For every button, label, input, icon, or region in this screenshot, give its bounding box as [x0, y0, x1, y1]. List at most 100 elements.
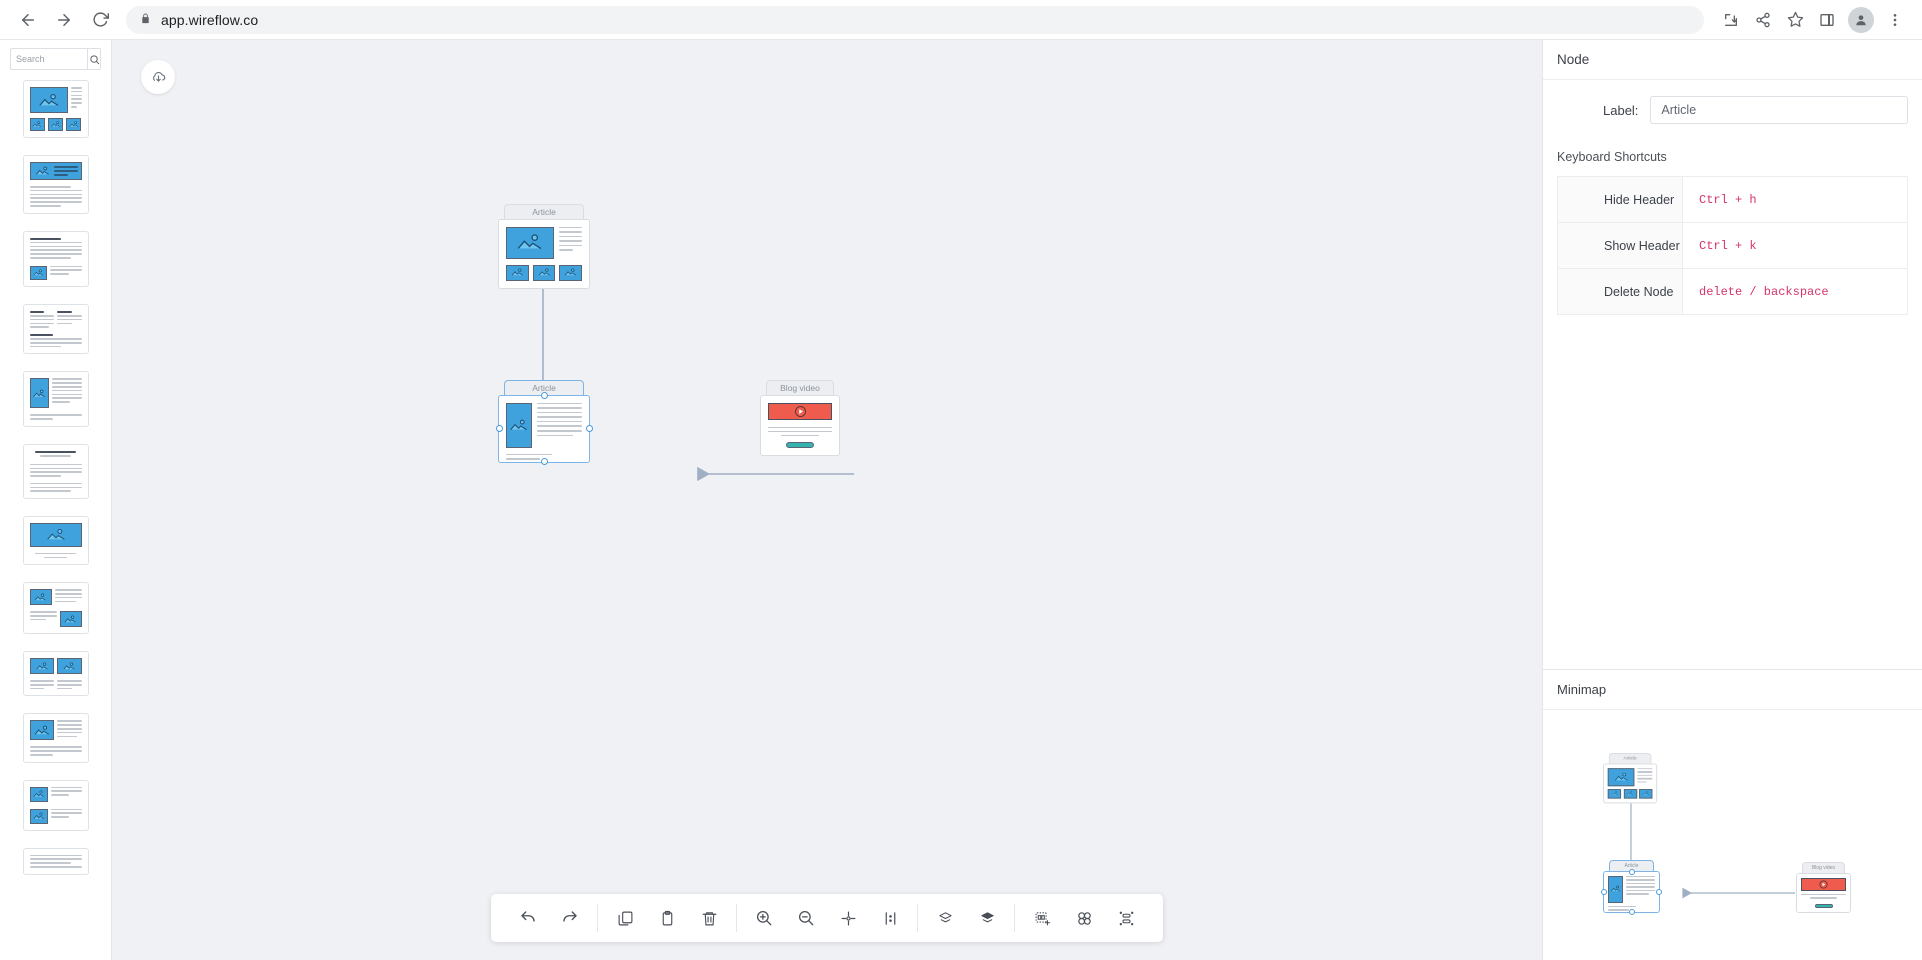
template-thumb-two-image-columns[interactable] — [22, 651, 89, 697]
image-placeholder-icon — [506, 264, 529, 281]
paste-button[interactable] — [646, 896, 688, 940]
redo-button[interactable] — [549, 896, 591, 940]
image-placeholder-icon — [29, 265, 47, 280]
toolbar-divider — [1014, 904, 1015, 932]
image-placeholder-icon — [57, 658, 82, 675]
zoom-in-button[interactable] — [743, 896, 785, 940]
minimap-node-article-selected: Article — [1601, 860, 1662, 915]
image-placeholder-icon — [29, 808, 48, 824]
minimap-edge-layer — [1622, 767, 1795, 899]
image-placeholder-icon — [29, 786, 48, 802]
canvas-node-article-selected[interactable]: Article — [495, 380, 593, 465]
template-thumb-hero-image-with-thumbnails[interactable] — [22, 80, 89, 138]
image-banner-icon — [29, 162, 82, 180]
node-body[interactable] — [495, 392, 593, 465]
image-placeholder-icon — [506, 402, 532, 448]
minimap-node-article-top: Article — [1603, 753, 1658, 803]
share-icon[interactable] — [1748, 5, 1778, 35]
shortcut-action: Show Header — [1557, 222, 1683, 269]
copy-button[interactable] — [604, 896, 646, 940]
add-node-button[interactable] — [1021, 896, 1063, 940]
url-text: app.wireflow.co — [161, 11, 259, 28]
image-placeholder-icon — [1639, 788, 1653, 799]
image-placeholder-icon — [506, 226, 554, 259]
canvas-node-article-top[interactable]: Article — [498, 204, 590, 289]
three-dot-menu-icon[interactable] — [1880, 5, 1910, 35]
template-thumb-portrait-image-with-text[interactable] — [22, 371, 89, 427]
cloud-download-icon[interactable] — [141, 60, 175, 94]
template-thumb-two-image-text-mix[interactable] — [22, 582, 89, 635]
node-label-input[interactable] — [1650, 96, 1908, 124]
toolbar-divider — [736, 904, 737, 932]
bring-forward-button[interactable] — [924, 896, 966, 940]
ungroup-button[interactable] — [1105, 896, 1147, 940]
search-container — [0, 48, 111, 80]
node-handle-top[interactable] — [540, 392, 548, 399]
image-placeholder-icon — [1608, 875, 1623, 903]
install-app-icon[interactable] — [1716, 5, 1746, 35]
label-caption: Label: — [1603, 102, 1639, 118]
cta-button-placeholder — [786, 442, 814, 448]
template-thumb-stacked-image-list[interactable] — [22, 779, 89, 831]
template-sidebar[interactable] — [0, 40, 112, 960]
send-backward-button[interactable] — [966, 896, 1008, 940]
template-thumb-text-block-with-small-image[interactable] — [22, 230, 89, 287]
reload-icon[interactable] — [84, 4, 116, 36]
search-box[interactable] — [10, 48, 101, 70]
shortcuts-title: Keyboard Shortcuts — [1557, 150, 1667, 164]
forward-arrow-icon[interactable] — [48, 4, 80, 36]
node-handle-left[interactable] — [495, 425, 503, 432]
image-placeholder-icon — [532, 264, 556, 281]
search-input[interactable] — [11, 49, 88, 69]
inspector-panel: Node Label: Keyboard Shortcuts Hide Head… — [1542, 40, 1922, 960]
node-handle-bottom[interactable] — [540, 458, 548, 465]
back-arrow-icon[interactable] — [12, 4, 44, 36]
app-shell: Article Arti — [0, 40, 1922, 960]
browser-actions — [1716, 5, 1910, 35]
template-thumb-two-column-text[interactable] — [22, 303, 89, 355]
image-placeholder-icon — [47, 118, 64, 131]
browser-toolbar: app.wireflow.co — [0, 0, 1922, 40]
diagram-canvas[interactable]: Article Arti — [112, 40, 1542, 960]
align-button[interactable] — [869, 896, 911, 940]
label-field-row: Label: — [1557, 96, 1908, 124]
template-thumb-image-with-paragraph[interactable] — [22, 713, 89, 763]
delete-button[interactable] — [688, 896, 730, 940]
profile-avatar-icon[interactable] — [1848, 6, 1874, 33]
node-header-label: Article — [1608, 753, 1652, 763]
minimap-node-blog-video: Blog video — [1796, 862, 1851, 913]
shortcut-action: Delete Node — [1557, 268, 1683, 315]
template-thumb-text-list-block[interactable] — [22, 847, 89, 875]
node-handle-bottom — [1628, 908, 1635, 915]
image-placeholder-icon — [29, 522, 82, 547]
bookmark-star-icon[interactable] — [1780, 5, 1810, 35]
toolbar-divider — [917, 904, 918, 932]
video-player-icon — [1801, 877, 1846, 891]
panel-body: Label: Keyboard Shortcuts Hide Header Ct… — [1543, 80, 1922, 315]
node-header-label: Article — [1609, 860, 1654, 871]
canvas-node-blog-video[interactable]: Blog video — [760, 380, 840, 456]
template-thumb-large-image-card[interactable] — [22, 515, 89, 566]
table-row: Delete Node delete / backspace — [1557, 268, 1908, 315]
minimap[interactable]: Article Article — [1543, 710, 1922, 960]
fit-view-button[interactable] — [827, 896, 869, 940]
node-handle-right[interactable] — [585, 425, 593, 432]
panel-spacer — [1543, 315, 1922, 669]
node-body[interactable] — [760, 394, 840, 456]
address-bar[interactable]: app.wireflow.co — [126, 5, 1704, 34]
template-thumb-plain-text-article[interactable] — [22, 443, 89, 499]
undo-button[interactable] — [507, 896, 549, 940]
side-panel-icon[interactable] — [1812, 5, 1842, 35]
image-placeholder-icon — [29, 589, 52, 606]
image-placeholder-icon — [559, 264, 583, 281]
node-header-label: Article — [504, 204, 584, 219]
search-icon[interactable] — [87, 49, 100, 69]
toolbar-divider — [597, 904, 598, 932]
image-placeholder-icon — [1623, 788, 1637, 799]
node-handle-left — [1601, 888, 1607, 895]
group-button[interactable] — [1063, 896, 1105, 940]
node-body[interactable] — [498, 218, 590, 289]
template-thumb-image-banner-with-text[interactable] — [22, 155, 89, 214]
shortcut-keys: delete / backspace — [1682, 268, 1908, 315]
zoom-out-button[interactable] — [785, 896, 827, 940]
